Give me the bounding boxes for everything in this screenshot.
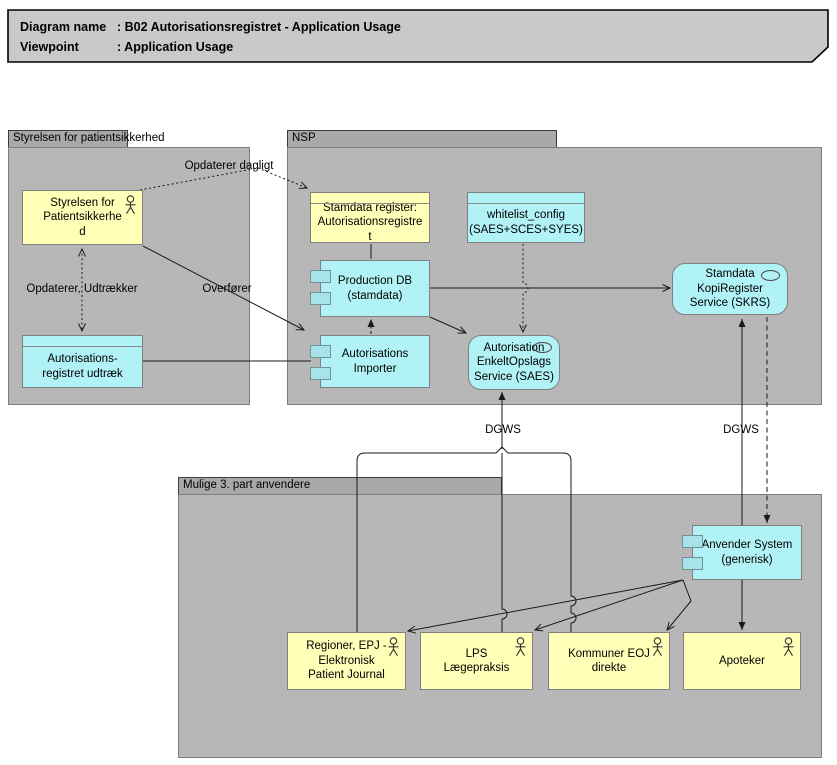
node-regioner-epj[interactable]: Regioner, EPJ - Elektronisk Patient Jour… xyxy=(287,632,406,690)
edge-label-opdaterer-dagligt: Opdaterer dagligt xyxy=(184,160,274,172)
group-tab-styrelsen[interactable]: Styrelsen for patientsikkerhed xyxy=(8,130,165,148)
group-tab-nsp[interactable]: NSP xyxy=(287,130,557,148)
object-band xyxy=(23,346,142,347)
title-row1-value: : B02 Autorisationsregistret - Applicati… xyxy=(117,20,401,34)
actor-icon xyxy=(125,195,136,214)
node-label: Autorisation EnkeltOpslags Service (SAES… xyxy=(474,341,554,383)
node-stamdata-register[interactable]: Stamdata register: Autorisationsregistre… xyxy=(310,192,430,243)
node-label: Stamdata KopiRegister Service (SKRS) xyxy=(689,268,771,310)
title-row1-label: Diagram name xyxy=(20,20,107,34)
component-icon xyxy=(682,557,703,570)
node-apoteker[interactable]: Apoteker xyxy=(683,632,801,690)
node-lps-laegepraksis[interactable]: LPS Lægepraksis xyxy=(420,632,533,690)
component-icon xyxy=(310,292,331,305)
node-label: Styrelsen for Patientsikkerhe d xyxy=(43,196,122,238)
group-label-mulige: Mulige 3. part anvendere xyxy=(183,479,311,491)
node-production-db[interactable]: Production DB (stamdata) xyxy=(310,260,430,317)
actor-icon xyxy=(515,637,526,656)
node-styrelsen-for-patientsikkerhed[interactable]: Styrelsen for Patientsikkerhe d xyxy=(22,190,143,245)
edge-label-overfoerer: Overfører xyxy=(202,283,252,295)
group-tab-mulige[interactable]: Mulige 3. part anvendere xyxy=(178,477,502,495)
service-icon xyxy=(533,342,552,353)
edge-label-opdaterer-udtraekker: Opdaterer, Udtrækker xyxy=(26,283,138,295)
node-skrs-service[interactable]: Stamdata KopiRegister Service (SKRS) xyxy=(672,263,788,315)
edge-label-dgws-right: DGWS xyxy=(723,424,759,436)
node-label: Apoteker xyxy=(718,654,766,667)
node-label: Production DB (stamdata) xyxy=(337,275,413,302)
node-label: LPS Lægepraksis xyxy=(443,647,510,675)
component-icon xyxy=(310,367,331,380)
node-saes-service[interactable]: Autorisation EnkeltOpslags Service (SAES… xyxy=(468,335,560,390)
node-label: whitelist_config (SAES+SCES+SYES) xyxy=(469,209,583,236)
node-label: Anvender System (generisk) xyxy=(701,539,793,566)
title-row2-value: : Application Usage xyxy=(117,40,234,54)
service-icon xyxy=(761,270,780,281)
node-label: Autorisations- registret udtræk xyxy=(42,353,123,380)
node-anvender-system[interactable]: Anvender System (generisk) xyxy=(682,525,802,580)
node-label: Stamdata register: Autorisationsregistre… xyxy=(317,201,423,243)
node-autorisations-importer[interactable]: Autorisations Importer xyxy=(310,335,430,388)
node-label: Regioner, EPJ - Elektronisk Patient Jour… xyxy=(306,640,387,682)
component-icon xyxy=(310,270,331,283)
node-whitelist-config[interactable]: whitelist_config (SAES+SCES+SYES) xyxy=(467,192,585,243)
object-band xyxy=(468,203,584,204)
title-row2-label: Viewpoint xyxy=(20,40,79,54)
actor-icon xyxy=(388,637,399,656)
component-icon xyxy=(310,345,331,358)
group-label-nsp: NSP xyxy=(292,132,316,144)
object-band xyxy=(311,203,429,204)
component-icon xyxy=(682,535,703,548)
actor-icon xyxy=(783,637,794,656)
node-label: Autorisations Importer xyxy=(341,348,409,375)
diagram-title: Diagram name : B02 Autorisationsregistre… xyxy=(20,17,401,57)
node-label: Kommuner EOJ direkte xyxy=(568,647,650,675)
node-kommuner-eoj[interactable]: Kommuner EOJ direkte xyxy=(548,632,670,690)
group-label-styrelsen: Styrelsen for patientsikkerhed xyxy=(13,132,165,144)
node-autorisationsregistret-udtraek[interactable]: Autorisations- registret udtræk xyxy=(22,335,143,388)
edge-label-dgws-left: DGWS xyxy=(485,424,521,436)
actor-icon xyxy=(652,637,663,656)
